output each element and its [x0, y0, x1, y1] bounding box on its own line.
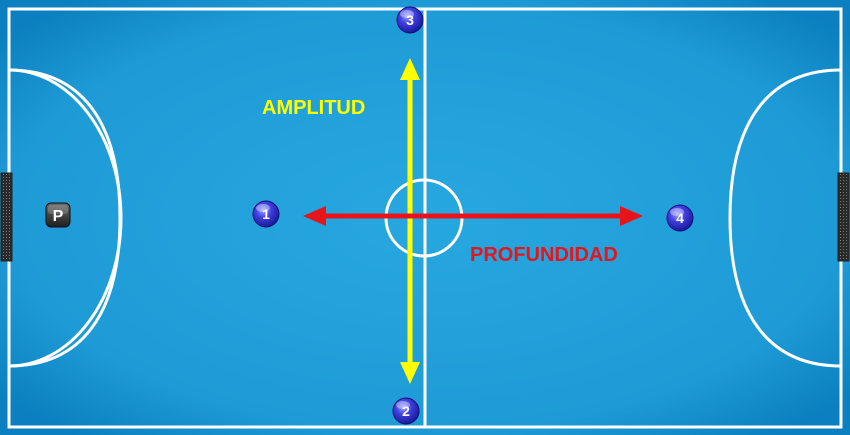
right-penalty-area-arc	[728, 68, 842, 368]
player-3: 3	[396, 6, 424, 34]
profundidad-label: PROFUNDIDAD	[470, 244, 618, 266]
player-3-label: 3	[406, 12, 414, 28]
player-1: 1	[252, 200, 280, 228]
left-penalty-area-arc	[8, 68, 122, 368]
player-4-label: 4	[676, 210, 684, 226]
player-1-label: 1	[262, 206, 270, 222]
player-2: 2	[392, 397, 420, 425]
profundidad-arrow	[303, 206, 643, 226]
amplitud-arrow	[400, 58, 420, 384]
player-4: 4	[666, 204, 694, 232]
amplitud-label: AMPLITUD	[262, 97, 365, 119]
player-2-label: 2	[402, 403, 410, 419]
goalkeeper-label: P	[53, 208, 64, 225]
left-goal	[0, 172, 13, 262]
right-goal	[837, 172, 850, 262]
goalkeeper-marker: P	[45, 202, 71, 228]
